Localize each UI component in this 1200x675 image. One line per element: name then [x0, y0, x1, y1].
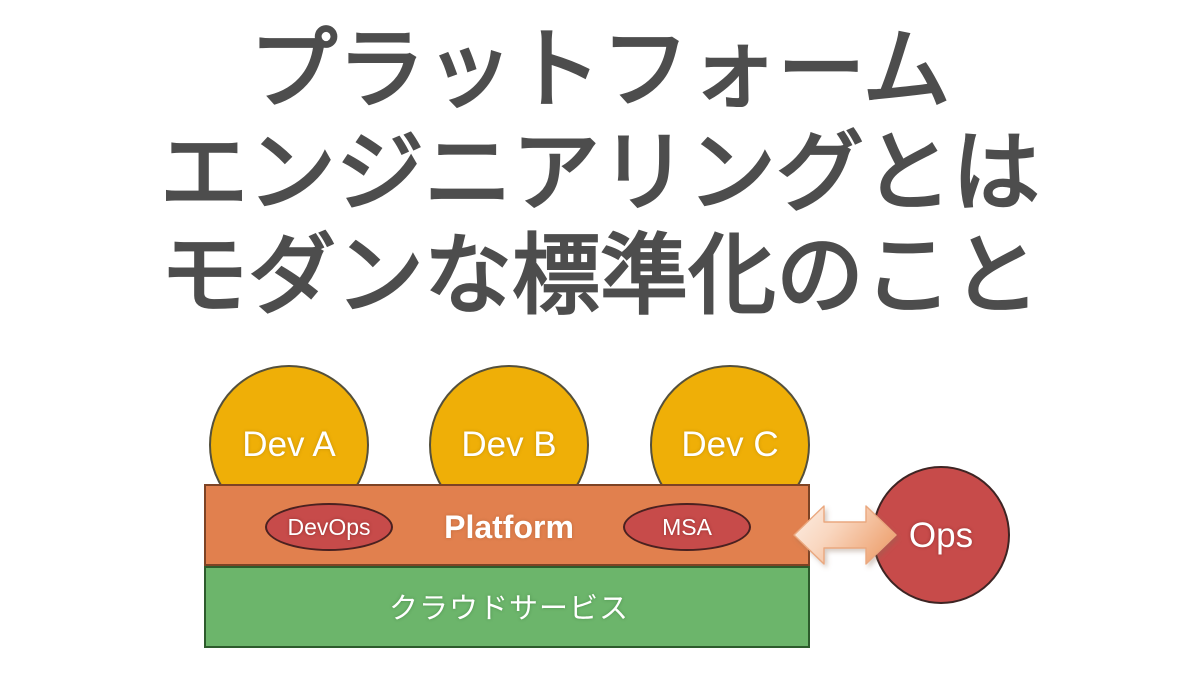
dev-circle-a-label: Dev A	[242, 425, 336, 464]
ops-circle-label: Ops	[908, 515, 974, 555]
double-headed-arrow-icon	[790, 489, 902, 581]
devops-pill-label: DevOps	[287, 513, 371, 540]
msa-pill-label: MSA	[662, 513, 712, 540]
cloud-service-layer[interactable]: クラウドサービス	[204, 566, 810, 648]
title-line-3: モダンな標準化のこと	[159, 226, 1040, 325]
devops-pill[interactable]: DevOps	[265, 503, 393, 551]
cloud-service-layer-label: クラウドサービス	[388, 593, 629, 625]
dev-circle-b-label: Dev B	[461, 425, 557, 464]
title-line-1: プラットフォーム	[249, 20, 951, 119]
msa-pill[interactable]: MSA	[623, 503, 751, 551]
page-title: プラットフォーム エンジニアリングとは モダンな標準化のこと	[0, 18, 1200, 327]
platform-layer-label: Platform	[444, 509, 574, 545]
dev-circle-c-label: Dev C	[681, 425, 779, 464]
title-line-2: エンジニアリングとは	[159, 123, 1040, 222]
